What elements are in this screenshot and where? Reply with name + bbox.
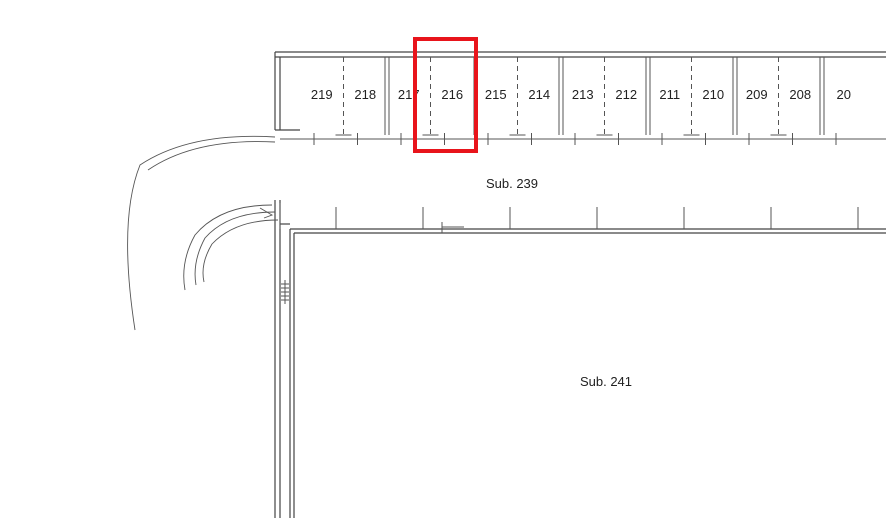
room-label-216: 216 (441, 87, 463, 102)
spiral-staircase (127, 135, 279, 331)
room-label-208: 208 (789, 87, 811, 102)
room-label-215: 215 (485, 87, 507, 102)
room-doors (313, 133, 837, 145)
hall-wall-posts (279, 203, 859, 229)
room-label-212: 212 (615, 87, 637, 102)
hall-label: Sub. 241 (580, 374, 632, 389)
room-label-211: 211 (659, 87, 680, 102)
hall-walls (274, 200, 886, 518)
room-label-218: 218 (354, 87, 376, 102)
corridor-label: Sub. 239 (486, 176, 538, 191)
room-label-213: 213 (572, 87, 594, 102)
room-label-219: 219 (311, 87, 333, 102)
room-217-highlight (413, 37, 478, 153)
room-label-209: 209 (746, 87, 768, 102)
room-label-210: 210 (702, 87, 724, 102)
hall-stair-mark (281, 280, 289, 304)
room-label-214: 214 (528, 87, 550, 102)
room-label-20: 20 (837, 87, 851, 102)
room-row-walls (274, 51, 886, 140)
